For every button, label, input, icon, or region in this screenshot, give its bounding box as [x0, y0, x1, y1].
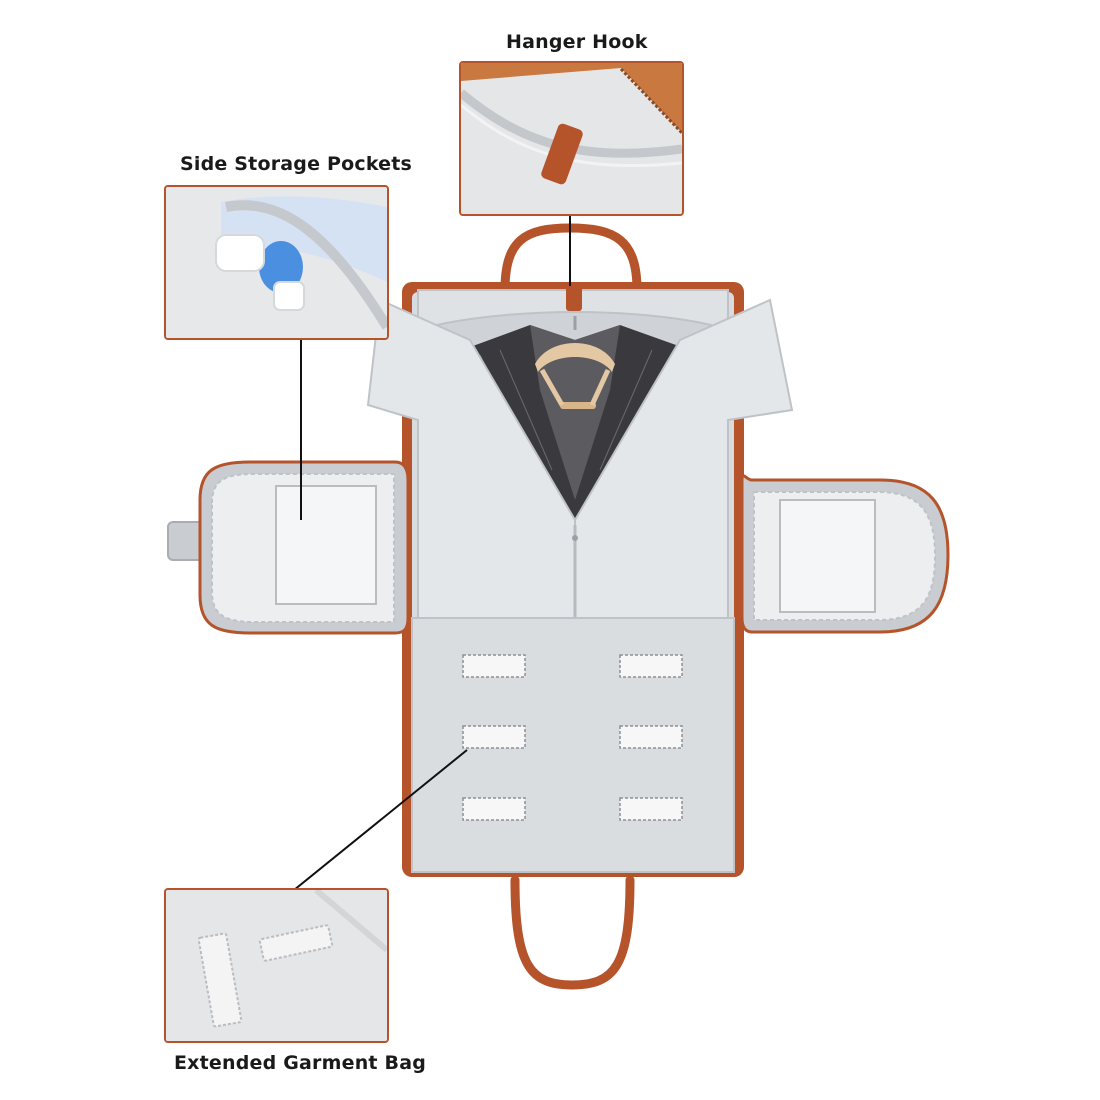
extended-bag-leader [277, 749, 468, 904]
side-pockets-inset [164, 185, 389, 340]
hanger-hook-label: Hanger Hook [506, 31, 648, 53]
velcro-strips [462, 654, 683, 821]
hanger-hook-tab [566, 283, 582, 311]
side-pockets-closeup [166, 187, 387, 338]
bottom-handle [510, 875, 635, 990]
right-side-flap [740, 474, 950, 634]
lower-panel [411, 617, 735, 873]
extended-bag-label: Extended Garment Bag [174, 1052, 427, 1074]
wooden-hanger [535, 316, 615, 409]
hanger-hook-inset [459, 61, 684, 216]
left-side-flap [167, 460, 410, 635]
extended-bag-closeup [166, 890, 387, 1041]
hanger-hook-closeup [461, 63, 682, 214]
side-pockets-label: Side Storage Pockets [180, 153, 413, 175]
extended-bag-inset [164, 888, 389, 1043]
